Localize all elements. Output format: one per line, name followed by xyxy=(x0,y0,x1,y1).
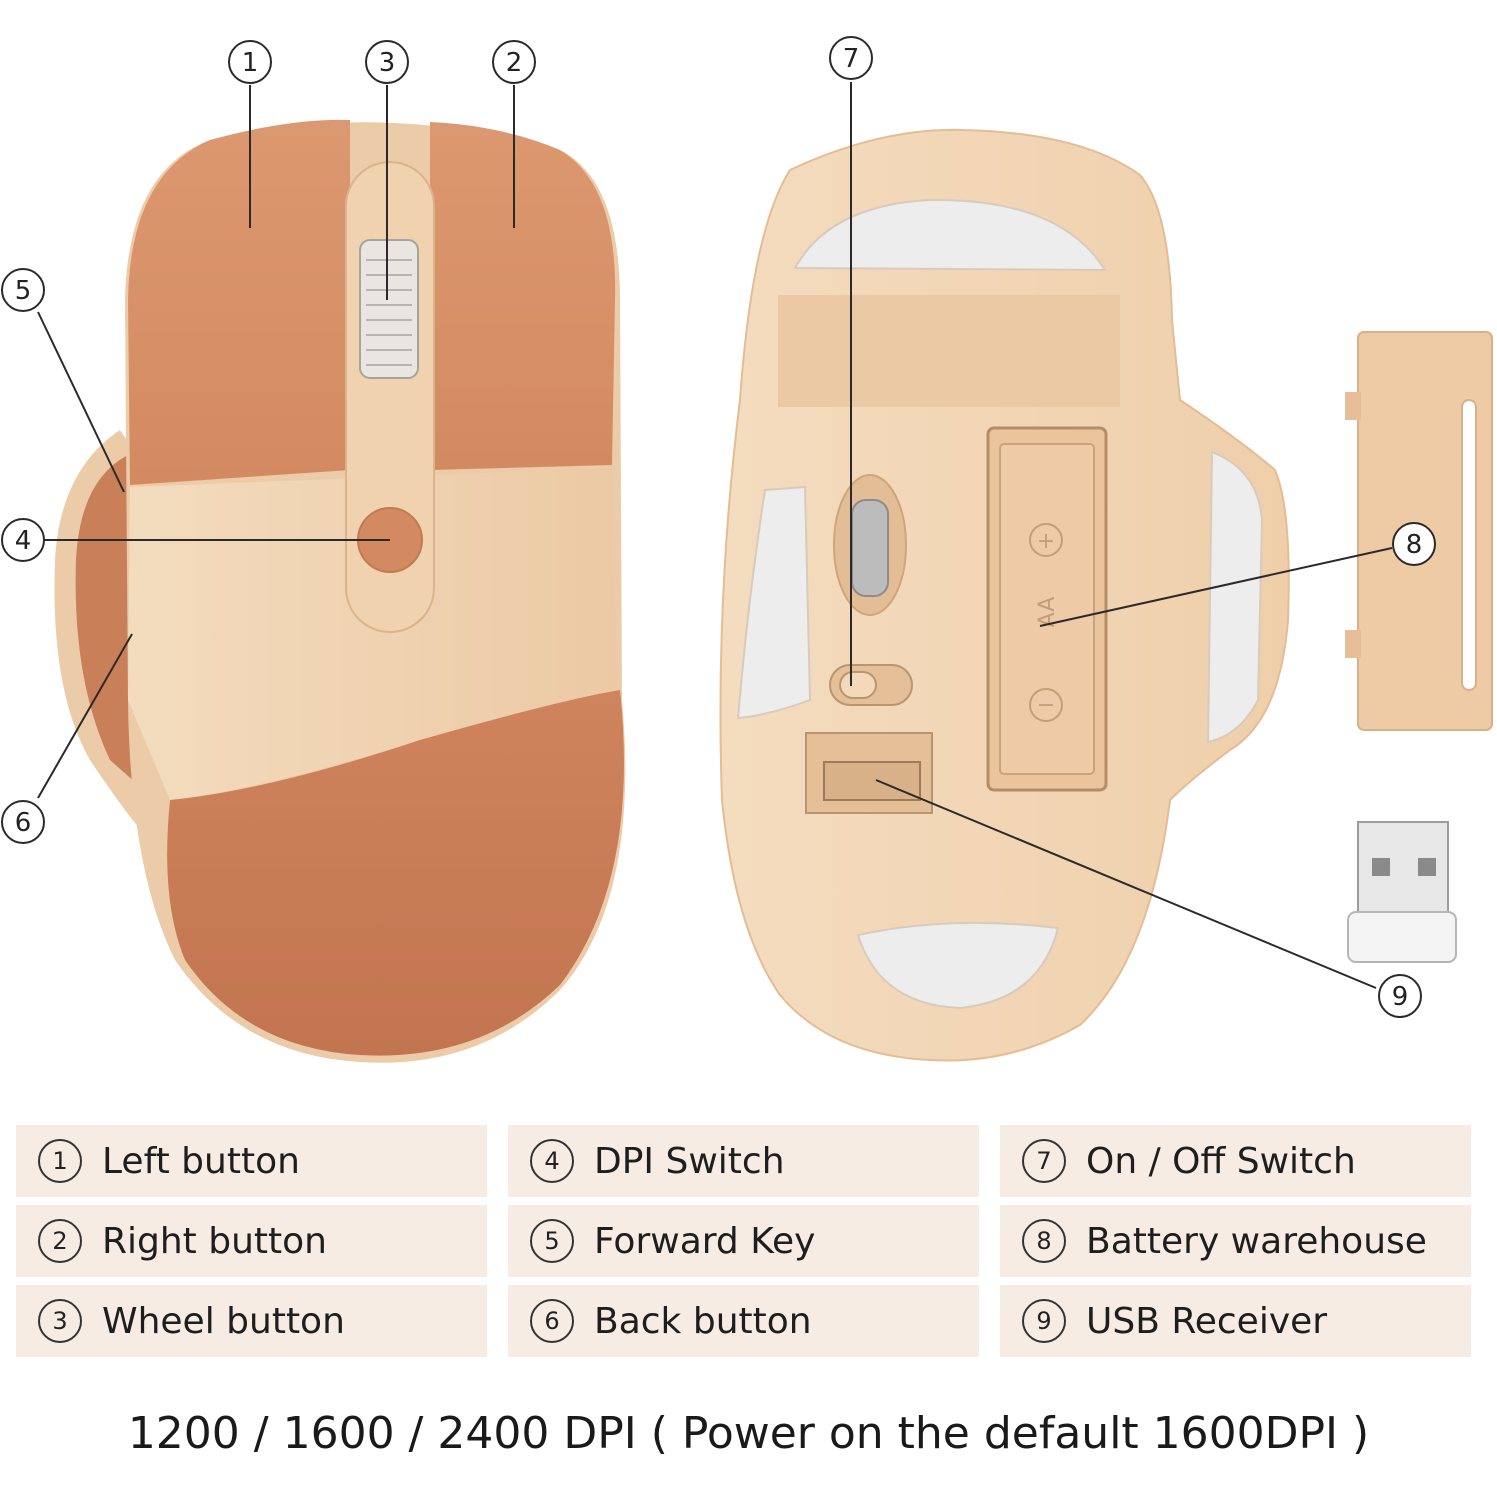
legend-label: DPI Switch xyxy=(594,1140,785,1182)
legend-number: 1 xyxy=(38,1139,82,1183)
mouse-bottom-view: + AA − xyxy=(719,128,1290,1062)
legend-label: Left button xyxy=(102,1140,300,1182)
legend-number: 4 xyxy=(530,1139,574,1183)
wheel-ridges xyxy=(366,259,412,366)
mid-band xyxy=(128,468,618,800)
foot-bottom xyxy=(856,921,1060,1010)
svg-text:8: 8 xyxy=(1406,530,1423,560)
battery-inner xyxy=(999,443,1095,775)
legend-item-usb-receiver: 9 USB Receiver xyxy=(1000,1285,1471,1357)
legend-item-dpi-switch: 4 DPI Switch xyxy=(508,1125,979,1197)
svg-text:5: 5 xyxy=(15,276,32,306)
callout-2: 2 xyxy=(492,40,536,84)
mouse-diagram: + AA − 1 3 xyxy=(1,36,1493,1063)
svg-text:7: 7 xyxy=(843,44,860,74)
legend-item-wheel-button: 3 Wheel button xyxy=(16,1285,487,1357)
legend-item-back-button: 6 Back button xyxy=(508,1285,979,1357)
palm-rest xyxy=(167,690,624,1056)
legend-label: Right button xyxy=(102,1220,327,1262)
left-button-shape xyxy=(128,119,350,486)
callout-3: 3 xyxy=(365,40,409,84)
callout-8: 8 xyxy=(1392,522,1436,566)
legend-grid: 1 Left button 2 Right button 3 Wheel but… xyxy=(16,1125,1472,1360)
label-area xyxy=(778,295,1120,407)
legend-number: 6 xyxy=(530,1299,574,1343)
legend-label: Wheel button xyxy=(102,1300,345,1342)
legend-number: 7 xyxy=(1022,1139,1066,1183)
power-slider-knob xyxy=(839,671,877,699)
legend-item-forward-key: 5 Forward Key xyxy=(508,1205,979,1277)
callout-1: 1 xyxy=(228,40,272,84)
battery-plus-mark xyxy=(1029,523,1063,557)
svg-text:1: 1 xyxy=(242,48,259,78)
svg-text:4: 4 xyxy=(15,526,32,556)
foot-top xyxy=(793,198,1107,272)
legend-label: On / Off Switch xyxy=(1086,1140,1356,1182)
right-button-shape xyxy=(430,122,616,470)
legend-item-left-button: 1 Left button xyxy=(16,1125,487,1197)
mouse-top-view xyxy=(54,119,626,1063)
legend-number: 3 xyxy=(38,1299,82,1343)
callout-5: 5 xyxy=(1,268,45,312)
callout-7: 7 xyxy=(829,36,873,80)
usb-receiver-dongle xyxy=(1347,821,1457,963)
callout-9: 9 xyxy=(1378,974,1422,1018)
svg-text:3: 3 xyxy=(379,48,396,78)
legend-number: 2 xyxy=(38,1219,82,1263)
svg-text:2: 2 xyxy=(506,48,523,78)
dpi-footer-note: 1200 / 1600 / 2400 DPI ( Power on the de… xyxy=(127,1408,1370,1459)
legend-number: 8 xyxy=(1022,1219,1066,1263)
svg-text:9: 9 xyxy=(1392,982,1409,1012)
legend-number: 9 xyxy=(1022,1299,1066,1343)
callout-4: 4 xyxy=(1,518,45,562)
legend-label: Forward Key xyxy=(594,1220,816,1262)
battery-minus-text: − xyxy=(1037,693,1055,718)
legend-label: USB Receiver xyxy=(1086,1300,1328,1342)
leader-lines xyxy=(37,82,1393,989)
legend-item-battery-warehouse: 8 Battery warehouse xyxy=(1000,1205,1471,1277)
legend-label: Battery warehouse xyxy=(1086,1220,1427,1262)
svg-text:6: 6 xyxy=(15,808,32,838)
battery-plus-text: + xyxy=(1037,529,1055,554)
receiver-slot-inner xyxy=(823,761,921,801)
legend-item-on-off-switch: 7 On / Off Switch xyxy=(1000,1125,1471,1197)
legend-label: Back button xyxy=(594,1300,812,1342)
foot-right xyxy=(1206,450,1264,744)
sensor-lens xyxy=(851,499,889,597)
battery-minus-mark xyxy=(1029,688,1063,722)
legend-item-right-button: 2 Right button xyxy=(16,1205,487,1277)
foot-left xyxy=(736,485,812,720)
callout-6: 6 xyxy=(1,800,45,844)
legend-number: 5 xyxy=(530,1219,574,1263)
